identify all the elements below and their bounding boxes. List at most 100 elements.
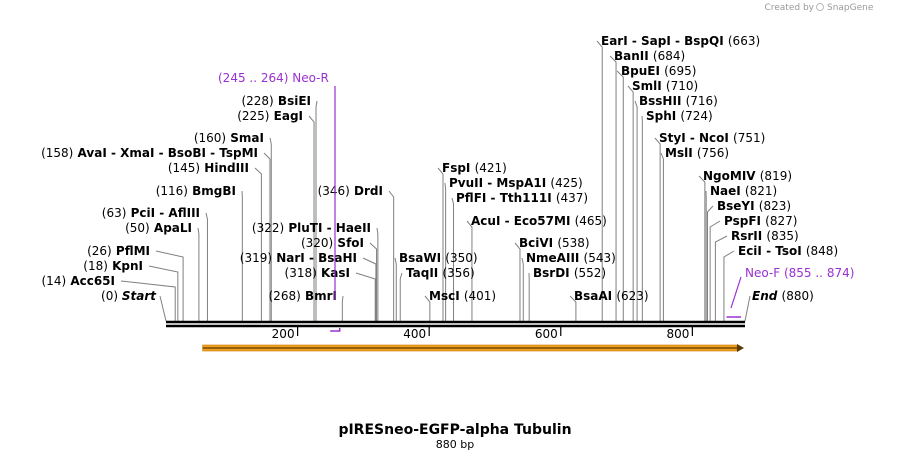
site-label-pvuii: PvuII - MspA1I (425) <box>449 176 583 190</box>
site-label-bsrdi: BsrDI (552) <box>533 266 606 280</box>
site-label-eari: EarI - SapI - BspQI (663) <box>601 34 760 48</box>
site-connector <box>341 295 344 321</box>
primer-connector <box>730 276 742 309</box>
site-connector <box>197 227 200 321</box>
site-connector <box>269 137 272 321</box>
sequence-length: 880 bp <box>436 438 474 451</box>
site-label-pspfi: PspFI (827) <box>724 214 797 228</box>
site-connector <box>308 115 315 321</box>
site-connector <box>698 175 706 321</box>
site-label-ecii: EciI - TsoI (848) <box>738 244 838 258</box>
site-connector <box>315 100 318 321</box>
site-label-bcivi: BciVI (538) <box>519 236 590 250</box>
end-label: End (880) <box>752 289 814 303</box>
site-label-drdi: (346) DrdI <box>318 184 383 198</box>
site-label-ngomiv: NgoMIV (819) <box>703 169 792 183</box>
site-connector <box>148 265 179 321</box>
snapgene-credit: Created by SnapGene <box>764 3 874 13</box>
map-title: pIRESneo-EGFP-alpha Tubulin <box>338 422 571 438</box>
site-label-pluti: (322) PluTI - HaeII <box>252 221 371 235</box>
site-connector <box>609 55 617 321</box>
site-connector <box>205 212 208 321</box>
feature-arrow <box>202 344 744 352</box>
site-label-kpni: (18) KpnI <box>83 259 143 273</box>
site-connector <box>706 205 714 321</box>
site-label-styi: StyI - NcoI (751) <box>659 131 765 145</box>
site-label-smli: SmlI (710) <box>632 79 698 93</box>
site-connector <box>709 220 721 321</box>
site-label-taqii: TaqII (356) <box>406 266 475 280</box>
site-label-nmeaiii: NmeAIII (543) <box>526 251 616 265</box>
site-label-msli: MslI (756) <box>665 146 729 160</box>
site-label-sphi: SphI (724) <box>646 109 713 123</box>
site-connector <box>627 85 634 321</box>
site-connector <box>444 182 447 321</box>
site-connector <box>355 272 376 321</box>
site-labels: (14) Acc65I(18) KpnI(26) PflMI(50) ApaLI… <box>41 34 838 303</box>
primer-reverse-arrow <box>330 328 341 332</box>
site-connector <box>569 295 577 321</box>
site-label-kasi: (318) KasI <box>285 266 350 280</box>
site-label-pcii: (63) PciI - AflIII <box>102 206 200 220</box>
site-connector <box>466 220 473 321</box>
ruler-tick-label: 800 <box>666 327 689 341</box>
site-label-pflmi: (26) PflMI <box>87 244 150 258</box>
site-label-acui: AcuI - Eco57MI (465) <box>471 214 607 228</box>
site-label-bsshii: BssHII (716) <box>639 94 718 108</box>
site-connector <box>155 250 184 321</box>
primer-label-neo-f: Neo-F (855 .. 874) <box>745 266 854 280</box>
site-label-bsawi: BsaWI (350) <box>399 251 478 265</box>
credit-text: Created by <box>764 3 814 13</box>
end-connector <box>744 295 751 322</box>
site-connector <box>723 250 735 321</box>
site-connector <box>376 227 379 321</box>
site-connector <box>399 272 403 321</box>
site-connector <box>596 40 603 321</box>
site-connector <box>437 167 444 321</box>
site-connector <box>514 242 521 321</box>
site-connector <box>394 257 397 321</box>
site-connectors <box>120 40 751 322</box>
site-label-bmri: (268) BmrI <box>269 289 338 303</box>
site-label-nari: (319) NarI - BsaHI <box>240 251 357 265</box>
dna-backbone <box>166 320 745 328</box>
site-label-fspi: FspI (421) <box>442 161 507 175</box>
site-label-pflfi: PflFI - Tth111I (437) <box>456 191 588 205</box>
credit-brand: SnapGene <box>827 3 874 13</box>
site-connector <box>388 190 395 321</box>
site-label-smai: (160) SmaI <box>194 131 264 145</box>
site-connector <box>660 152 664 321</box>
ruler-tick-label: 200 <box>272 327 295 341</box>
site-label-bsiei: (228) BsiEI <box>241 94 311 108</box>
site-connector <box>120 280 176 321</box>
site-label-hindiii: (145) HindIII <box>168 161 249 175</box>
site-label-rsrii: RsrII (835) <box>731 229 799 243</box>
site-label-avai: (158) AvaI - XmaI - BsoBI - TspMI <box>41 146 258 160</box>
site-connector <box>254 167 262 321</box>
site-label-naei: NaeI (821) <box>710 184 777 198</box>
site-label-bsaai: BsaAI (623) <box>574 289 649 303</box>
snapgene-logo-icon <box>816 3 824 11</box>
site-connector <box>451 197 455 321</box>
site-label-bmgbi: (116) BmgBI <box>156 184 236 198</box>
site-connector <box>654 137 661 321</box>
site-connector <box>263 152 271 321</box>
primer-label-neo-r: (245 .. 264) Neo-R <box>218 71 329 85</box>
site-label-bpuei: BpuEI (695) <box>621 64 696 78</box>
start-label: (0) Start <box>101 289 157 303</box>
site-label-eagi: (225) EagI <box>237 109 303 123</box>
site-label-apali: (50) ApaLI <box>125 221 192 235</box>
site-connector <box>369 242 378 321</box>
site-connector <box>616 70 624 321</box>
feature-arrowhead <box>737 344 744 352</box>
site-label-banii: BanII (684) <box>614 49 685 63</box>
site-connector <box>521 257 524 321</box>
site-connector <box>634 100 638 321</box>
site-label-sfoi: (320) SfoI <box>301 236 364 250</box>
site-label-msci: MscI (401) <box>429 289 496 303</box>
site-connector <box>362 257 377 321</box>
ruler-tick-label: 400 <box>403 327 426 341</box>
